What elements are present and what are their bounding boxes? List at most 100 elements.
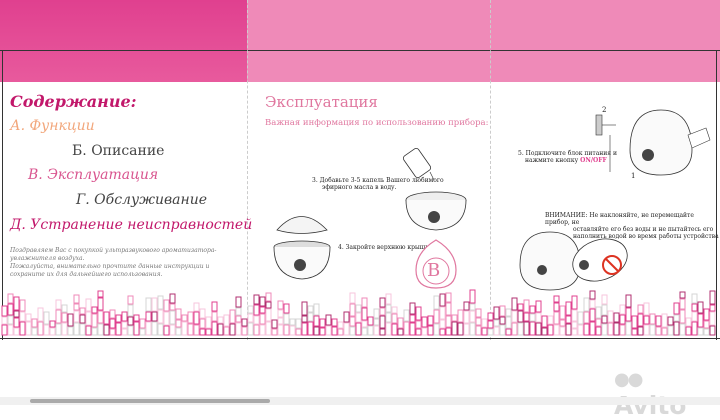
pattern-block — [13, 310, 20, 318]
pattern-block — [709, 325, 716, 336]
pattern-block — [199, 318, 206, 329]
pattern-block — [703, 308, 710, 321]
pattern-block — [703, 320, 710, 329]
pattern-block — [175, 308, 182, 320]
pattern-block — [409, 314, 416, 323]
pattern-block — [499, 316, 506, 325]
pattern-block — [97, 297, 104, 311]
decorative-pattern-strip — [1, 289, 716, 336]
pattern-block — [55, 309, 62, 324]
pattern-block — [433, 323, 440, 336]
pattern-block — [607, 310, 614, 323]
pattern-block — [289, 325, 296, 336]
pattern-block — [421, 327, 428, 336]
pattern-block — [361, 307, 368, 321]
pattern-block — [475, 308, 482, 318]
pattern-block — [487, 320, 494, 329]
pattern-block — [205, 328, 212, 336]
pattern-block — [457, 322, 464, 336]
toc-item-functions: А. Функции — [10, 118, 95, 134]
pattern-block — [229, 309, 236, 324]
pattern-block — [589, 290, 596, 300]
pattern-block — [349, 303, 356, 317]
pattern-block — [511, 297, 518, 311]
pattern-block — [175, 319, 182, 328]
step-3-line-1: 3. Добавьте 3-5 капель Вашего любимого — [312, 177, 444, 184]
section-b-badge: B — [412, 236, 460, 292]
horizontal-scrollbar-track[interactable] — [0, 397, 720, 405]
pattern-block — [427, 315, 434, 326]
pattern-block — [691, 311, 698, 322]
pattern-block — [253, 315, 260, 325]
pattern-block — [391, 313, 398, 324]
pattern-block — [421, 316, 428, 328]
contents-title: Содержание: — [10, 92, 137, 111]
diffuser-unit-icon — [629, 109, 693, 176]
pattern-block — [439, 319, 446, 329]
pattern-block — [145, 297, 152, 312]
pattern-block — [529, 305, 536, 314]
pattern-block — [355, 322, 362, 336]
pattern-block — [493, 306, 500, 320]
pattern-block — [259, 324, 266, 336]
pattern-block — [349, 292, 356, 304]
pattern-block — [169, 310, 176, 325]
pattern-block — [139, 318, 146, 329]
pattern-block — [343, 322, 350, 336]
pattern-block — [349, 326, 356, 336]
pattern-block — [301, 301, 308, 316]
pattern-block — [415, 306, 422, 321]
pattern-block — [601, 294, 608, 305]
pattern-block — [175, 327, 182, 336]
pattern-block — [403, 321, 410, 336]
pattern-block — [91, 313, 98, 328]
pattern-block — [133, 321, 140, 336]
pattern-block — [625, 321, 632, 336]
pattern-block — [253, 294, 260, 305]
on-off-label: ON/OFF — [580, 157, 607, 164]
toc-item-troubleshooting: Д. Устранение неисправностей — [10, 217, 253, 233]
no-sign-icon — [602, 255, 622, 275]
pattern-block — [349, 316, 356, 327]
pattern-block — [451, 314, 458, 322]
pattern-block — [571, 295, 578, 310]
pattern-block — [577, 324, 584, 336]
pattern-block — [109, 328, 116, 336]
pattern-block — [439, 328, 446, 336]
pattern-block — [7, 303, 14, 316]
pattern-block — [571, 328, 578, 336]
pattern-block — [505, 328, 512, 336]
pattern-block — [91, 306, 98, 314]
pattern-block — [169, 324, 176, 336]
pattern-block — [1, 305, 8, 317]
pattern-block — [433, 295, 440, 310]
pattern-block — [535, 300, 542, 313]
pattern-block — [517, 310, 524, 323]
pattern-block — [517, 303, 524, 311]
horizontal-scrollbar-thumb[interactable] — [30, 399, 270, 403]
pattern-block — [157, 323, 164, 336]
pattern-block — [463, 301, 470, 311]
page-border-right — [716, 50, 717, 340]
pattern-block — [73, 294, 80, 304]
pattern-block — [571, 321, 578, 329]
pattern-block — [361, 327, 368, 336]
pattern-block — [235, 296, 242, 308]
pattern-block — [223, 326, 230, 336]
pattern-block — [259, 296, 266, 307]
pattern-block — [463, 310, 470, 324]
pattern-block — [211, 301, 218, 312]
pattern-block — [403, 309, 410, 322]
pattern-block — [253, 324, 260, 336]
pattern-block — [109, 309, 116, 319]
pattern-block — [163, 299, 170, 312]
pattern-block — [85, 298, 92, 312]
pattern-block — [271, 319, 278, 329]
pattern-block — [697, 301, 704, 314]
pattern-block — [25, 321, 32, 336]
pattern-block — [673, 302, 680, 315]
pattern-block — [163, 311, 170, 326]
pattern-block — [211, 321, 218, 336]
pattern-block — [313, 326, 320, 336]
pattern-block — [517, 322, 524, 336]
